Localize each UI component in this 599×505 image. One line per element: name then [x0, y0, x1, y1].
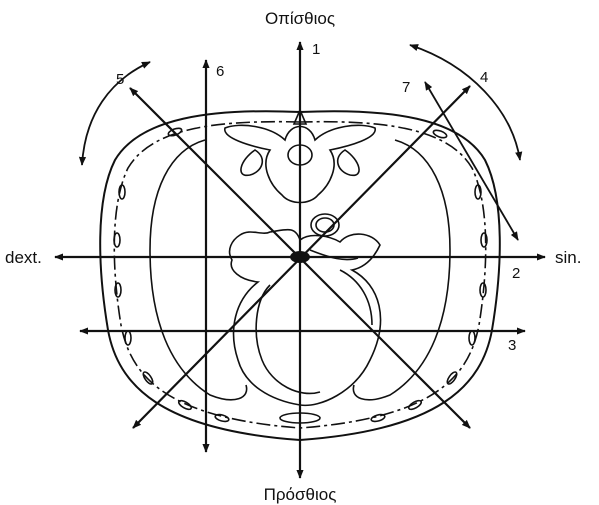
label-top: Οπίσθιος	[265, 9, 335, 28]
label-bottom: Πρόσθιος	[264, 485, 337, 504]
axis-label-6: 6	[216, 63, 224, 80]
arc-right	[410, 45, 520, 160]
axis-label-3: 3	[508, 337, 516, 354]
axis-label-2: 2	[512, 265, 520, 282]
axis-label-1: 1	[312, 41, 320, 58]
axis-label-4: 4	[480, 69, 488, 86]
axis-lines	[55, 42, 545, 478]
axis-label-5: 5	[116, 71, 124, 88]
label-right: sin.	[555, 248, 581, 267]
axis-label-7: 7	[402, 79, 410, 96]
axis-7	[425, 82, 518, 240]
label-left: dext.	[5, 248, 42, 267]
